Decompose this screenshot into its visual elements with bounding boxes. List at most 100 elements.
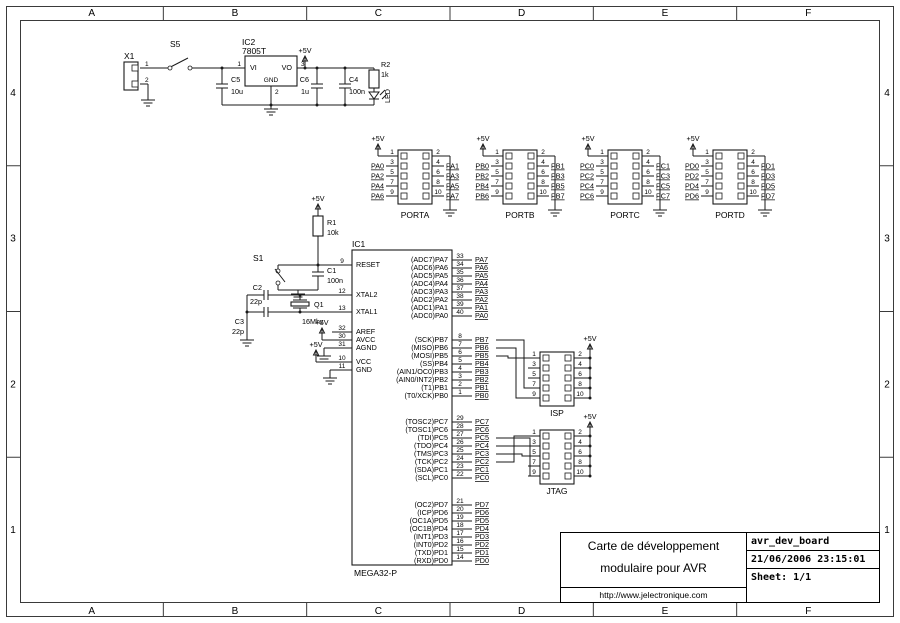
junction-dot xyxy=(298,310,302,314)
header-pin xyxy=(564,442,572,450)
junction-dot xyxy=(343,66,347,70)
header-pin xyxy=(542,354,550,362)
net-label: PC2 xyxy=(475,457,489,466)
net-label: PD5 xyxy=(761,182,775,191)
pin-number: 16 xyxy=(456,538,464,545)
connector-x1-body xyxy=(123,61,139,91)
header-pin xyxy=(632,172,640,180)
ic2-ref-label: IC2 xyxy=(242,37,256,47)
pin-number: 3 xyxy=(600,159,604,166)
pin-number: 6 xyxy=(541,169,545,176)
ic-pin-name: (SS)PB4 xyxy=(420,359,448,368)
ic-pin-name: (SCL)PC0 xyxy=(415,473,448,482)
frame-row-label: 1 xyxy=(10,525,16,536)
net-label: PB5 xyxy=(475,351,489,360)
crystal-plates xyxy=(263,290,307,317)
net-label: PB6 xyxy=(475,343,489,352)
v5-rail-label: +5V xyxy=(582,134,595,143)
pin-number: 8 xyxy=(751,179,755,186)
pin-number: 5 xyxy=(600,169,604,176)
ic1-ref-label: IC1 xyxy=(352,239,366,249)
pin-number: 6 xyxy=(436,169,440,176)
header-pin xyxy=(610,152,618,160)
ic-pin-name: VCC xyxy=(356,357,371,366)
c6-value-label: 1u xyxy=(301,87,309,96)
v5-arrow-icon xyxy=(584,142,592,150)
switch-s5-lever xyxy=(171,57,189,67)
ic-pin-name: (ADC1)PA1 xyxy=(411,303,448,312)
header-pin xyxy=(542,364,550,372)
switch-s5-contact xyxy=(187,65,193,71)
pin-number: 10 xyxy=(644,189,652,196)
net-label: PD3 xyxy=(761,172,775,181)
pin-number: 2 xyxy=(578,351,582,358)
pin-number: 27 xyxy=(456,431,464,438)
ic-pin-name: (ADC2)PA2 xyxy=(411,295,448,304)
frame-col-label: B xyxy=(232,8,239,19)
frame-col-label: D xyxy=(518,606,525,617)
header-pin xyxy=(400,152,408,160)
c1-value-label: 100n xyxy=(327,276,343,285)
header-pin xyxy=(715,162,723,170)
net-label: PB2 xyxy=(475,375,489,384)
ic-pin-name: (OC1A)PD5 xyxy=(410,516,448,525)
pin-number: 11 xyxy=(339,363,346,370)
net-label: PB4 xyxy=(475,359,489,368)
c2-ref-label: C2 xyxy=(253,283,262,292)
doc-datetime: 21/06/2006 23:15:01 xyxy=(747,551,879,569)
s5-ref-label: S5 xyxy=(170,39,181,49)
pin-number: 2 xyxy=(436,149,440,156)
ic-pin-name: (ADC5)PA5 xyxy=(411,271,448,280)
port-name: PORTA xyxy=(401,210,430,220)
junction-dot xyxy=(315,103,319,107)
x1-ref-label: X1 xyxy=(124,51,135,61)
doc-sheet: Sheet: 1/1 xyxy=(751,572,812,583)
frame-outer-border xyxy=(6,6,894,617)
ic-pin-name: (MOSI)PB5 xyxy=(411,351,448,360)
pin-number: 36 xyxy=(456,277,464,284)
pin-number: 32 xyxy=(338,325,346,332)
r1-ref-label: R1 xyxy=(327,218,336,227)
pin-number: 4 xyxy=(578,439,582,446)
net-label: PD3 xyxy=(475,532,489,541)
pin-number: 5 xyxy=(532,371,536,378)
net-label: PD1 xyxy=(761,162,775,171)
ic-pin-name: (INT0)PD2 xyxy=(414,540,448,549)
header-pin xyxy=(542,442,550,450)
net-label: PB3 xyxy=(551,172,565,181)
v5-rail-label: +5V xyxy=(316,318,329,327)
ic-pin-name: (TCK)PC2 xyxy=(415,457,448,466)
ic-pin-name: XTAL2 xyxy=(356,290,377,299)
v5-arrow-icon xyxy=(586,342,594,350)
header-pin xyxy=(715,172,723,180)
net-label: PC6 xyxy=(475,425,489,434)
pin-number: 19 xyxy=(456,514,464,521)
pin-number: 6 xyxy=(458,349,462,356)
c1-plates xyxy=(312,271,324,277)
c6-ref-label: C6 xyxy=(300,75,309,84)
switch-s1-lever xyxy=(274,268,286,283)
ic-pin-name: (AIN0/INT2)PB2 xyxy=(396,375,448,384)
frame-col-label: C xyxy=(375,8,382,19)
pin-number: 2 xyxy=(578,429,582,436)
header-pin xyxy=(400,192,408,200)
resistor-r2-body xyxy=(368,69,380,89)
net-label: PA5 xyxy=(475,271,488,280)
pin-number: 4 xyxy=(541,159,545,166)
c5-value-label: 10u xyxy=(231,87,243,96)
pin-number: 3 xyxy=(532,361,536,368)
ic-pin-name: (ADC6)PA6 xyxy=(411,263,448,272)
pin-number: 10 xyxy=(539,189,547,196)
net-label: PB1 xyxy=(551,162,565,171)
ic2-gnd-pin-label: GND xyxy=(264,77,279,84)
ic-pin-name: (T0/XCK)PB0 xyxy=(404,391,448,400)
v5-rail-label: +5V xyxy=(372,134,385,143)
pin-number: 33 xyxy=(456,253,464,260)
header-pin xyxy=(422,152,430,160)
net-label: PC7 xyxy=(656,192,670,201)
c4-value-label: 100n xyxy=(349,87,365,96)
ic2-part-label: 7805T xyxy=(242,46,266,56)
switch-s1-contact xyxy=(275,280,281,286)
led-arrows xyxy=(379,89,388,100)
pin-number: 25 xyxy=(456,447,464,454)
